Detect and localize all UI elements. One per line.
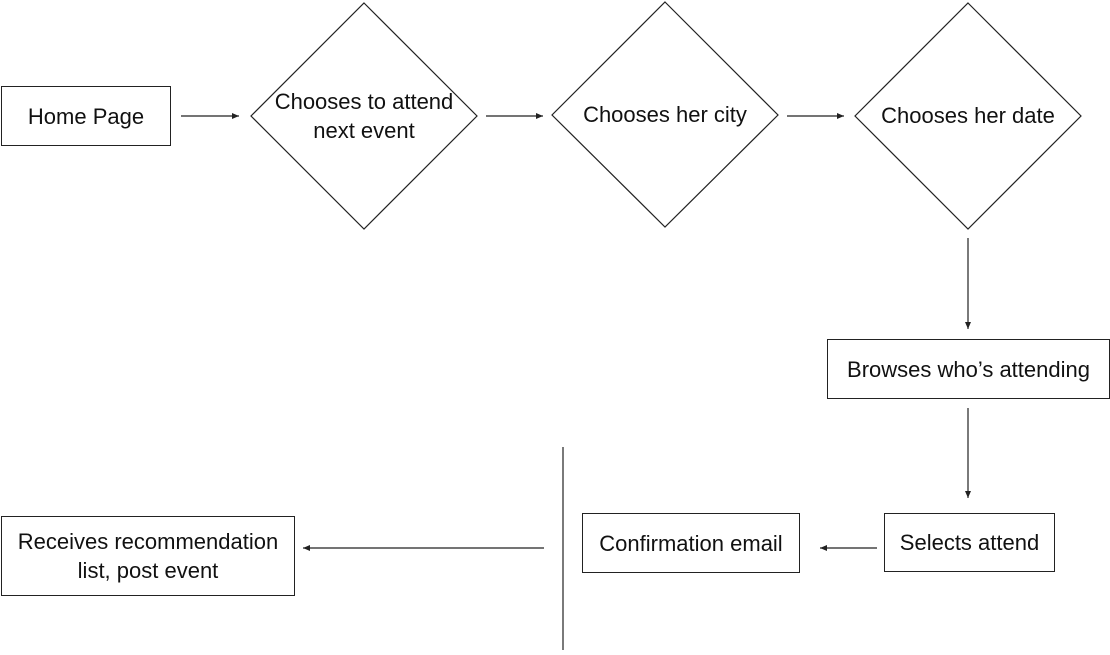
decision-diamond-city <box>551 1 779 228</box>
confirmation-email-label: Confirmation email <box>599 530 783 556</box>
home-page-label: Home Page <box>27 103 145 129</box>
browse-attending-label: Browses who’s attending <box>847 356 1090 382</box>
decision-diamond-date <box>854 2 1082 230</box>
receives-recommendation-label: Receives recommendation list, post event <box>17 529 279 583</box>
selects-attend-label: Selects attend <box>899 530 1040 555</box>
confirmation-email-box: Confirmation email <box>582 513 800 573</box>
selects-attend-box: Selects attend <box>884 513 1055 572</box>
receives-recommendation-box: Receives recommendation list, post event <box>1 516 295 596</box>
choose-city-label: Chooses her city <box>583 101 747 127</box>
choose-date-label: Chooses her date <box>881 102 1055 128</box>
home-page-box: Home Page <box>1 86 171 146</box>
decision-diamond-attend <box>250 2 478 230</box>
choose-attend-label: Chooses to attend next event <box>274 89 454 143</box>
browse-attending-box: Browses who’s attending <box>827 339 1110 399</box>
